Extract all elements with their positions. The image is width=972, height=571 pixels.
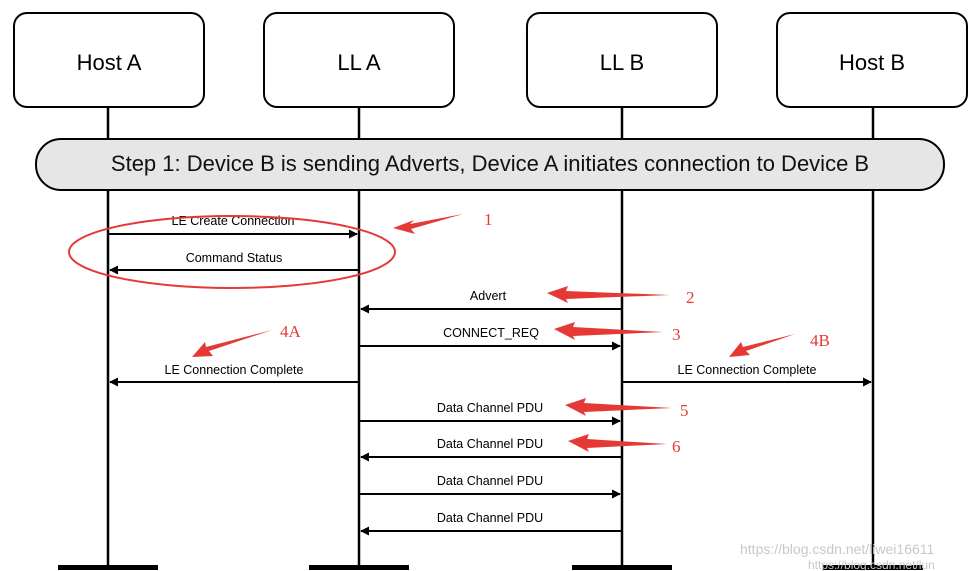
annotation-arrow-5 bbox=[565, 398, 672, 416]
watermark-line-2: https://blog.csdn.net/lun bbox=[808, 558, 935, 571]
watermark-line-1: https://blog.csdn.net/liwei16611 bbox=[740, 541, 935, 557]
label-data-channel-pdu-1: Data Channel PDU bbox=[437, 401, 543, 415]
annotation-arrow-3 bbox=[554, 322, 663, 340]
message-data-channel-pdu-4: Data Channel PDU bbox=[360, 511, 622, 536]
lane-label-ll-b: LL B bbox=[600, 50, 644, 75]
annotation-arrow-6 bbox=[568, 434, 667, 452]
message-data-channel-pdu-1: Data Channel PDU bbox=[359, 401, 621, 426]
annotation-label-4b: 4B bbox=[810, 331, 830, 350]
annotation-4a: 4A bbox=[192, 322, 302, 357]
message-le-connection-complete-a: LE Connection Complete bbox=[109, 363, 359, 387]
lane-label-host-b: Host B bbox=[839, 50, 905, 75]
lane-ll-b: LL B bbox=[526, 12, 718, 108]
annotation-arrow-1 bbox=[393, 214, 463, 234]
label-advert: Advert bbox=[470, 289, 507, 303]
annotation-2: 2 bbox=[547, 286, 695, 307]
lifeline-end-ll-b bbox=[572, 565, 672, 570]
message-connect-req: CONNECT_REQ bbox=[359, 326, 621, 351]
annotation-1: 1 bbox=[393, 210, 493, 234]
label-data-channel-pdu-4: Data Channel PDU bbox=[437, 511, 543, 525]
annotation-arrow-4a bbox=[192, 330, 272, 357]
lane-ll-a: LL A bbox=[263, 12, 455, 108]
lane-label-host-a: Host A bbox=[77, 50, 142, 75]
annotation-label-2: 2 bbox=[686, 288, 695, 307]
lifeline-end-host-b bbox=[823, 565, 923, 570]
lane-host-a: Host A bbox=[13, 12, 205, 108]
message-le-connection-complete-b: LE Connection Complete bbox=[622, 363, 872, 387]
annotation-label-1: 1 bbox=[484, 210, 493, 229]
message-advert: Advert bbox=[360, 289, 622, 314]
step-banner: Step 1: Device B is sending Adverts, Dev… bbox=[35, 138, 945, 191]
lane-host-b: Host B bbox=[776, 12, 968, 108]
label-data-channel-pdu-3: Data Channel PDU bbox=[437, 474, 543, 488]
message-command-status: Command Status bbox=[109, 251, 359, 275]
lane-label-ll-a: LL A bbox=[337, 50, 381, 75]
label-connect-req: CONNECT_REQ bbox=[443, 326, 539, 340]
label-data-channel-pdu-2: Data Channel PDU bbox=[437, 437, 543, 451]
label-command-status: Command Status bbox=[186, 251, 283, 265]
annotation-5: 5 bbox=[565, 398, 689, 420]
message-data-channel-pdu-3: Data Channel PDU bbox=[359, 474, 621, 499]
step-label: Step 1: Device B is sending Adverts, Dev… bbox=[111, 151, 869, 176]
message-data-channel-pdu-2: Data Channel PDU bbox=[360, 437, 622, 462]
lifeline-end-host-a bbox=[58, 565, 158, 570]
annotation-3: 3 bbox=[554, 322, 681, 344]
annotation-arrow-4b bbox=[729, 334, 795, 357]
annotation-arrow-2 bbox=[547, 286, 670, 303]
highlight-ellipse bbox=[68, 215, 396, 289]
annotation-6: 6 bbox=[568, 434, 681, 456]
annotation-label-3: 3 bbox=[672, 325, 681, 344]
label-le-connection-complete-a: LE Connection Complete bbox=[165, 363, 304, 377]
annotation-label-6: 6 bbox=[672, 437, 681, 456]
lifeline-end-ll-a bbox=[309, 565, 409, 570]
label-le-connection-complete-b: LE Connection Complete bbox=[678, 363, 817, 377]
annotation-label-4a: 4A bbox=[280, 322, 302, 341]
annotation-label-5: 5 bbox=[680, 401, 689, 420]
annotation-4b: 4B bbox=[729, 331, 830, 357]
